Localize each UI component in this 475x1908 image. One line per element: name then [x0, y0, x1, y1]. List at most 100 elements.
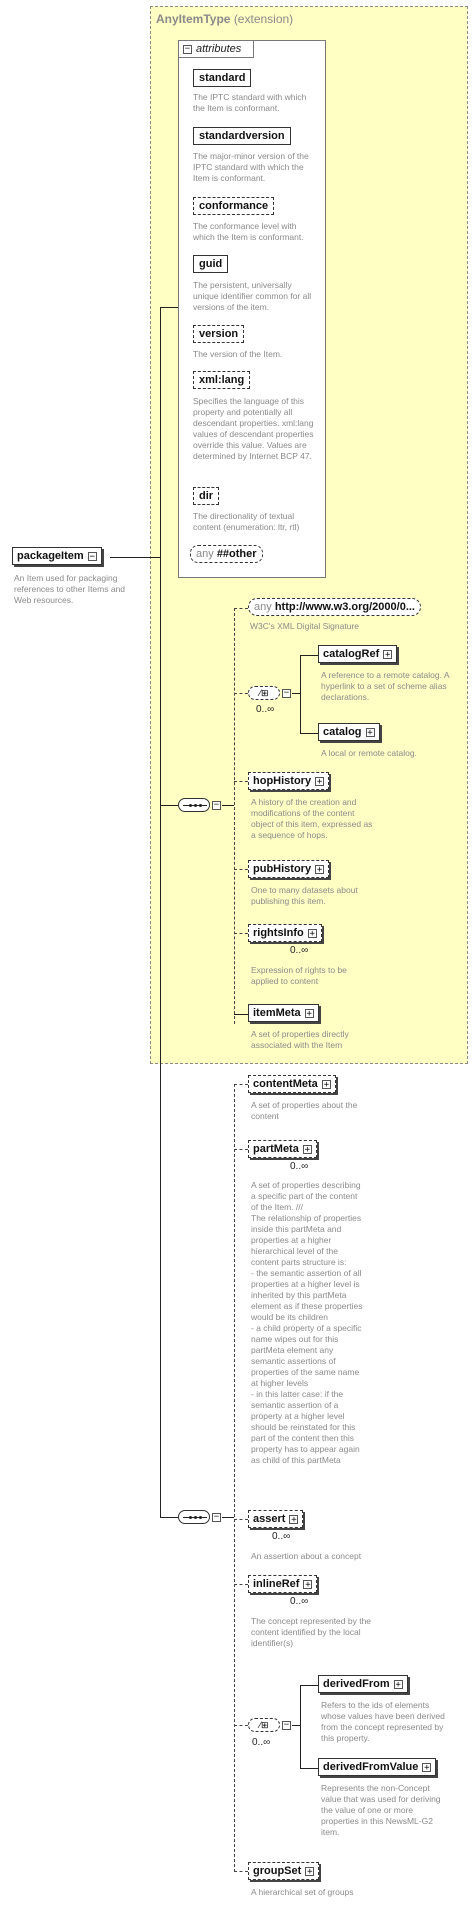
connector — [234, 1519, 248, 1520]
partMeta-desc-line: partMeta element any — [251, 1345, 334, 1355]
partMeta-desc-line: element as if these properties — [251, 1301, 363, 1311]
expand-icon[interactable]: + — [321, 1079, 331, 1090]
element-itemMeta[interactable]: itemMeta+ — [248, 1004, 319, 1022]
expand-icon[interactable]: + — [305, 1866, 315, 1877]
element-desc: A history of the creation and modificati… — [251, 797, 373, 840]
attribute-xml-lang[interactable]: xml:lang — [193, 371, 251, 389]
expand-icon[interactable]: + — [393, 1679, 403, 1690]
collapse-icon[interactable]: − — [87, 551, 97, 562]
partMeta-desc-line: would be its children — [251, 1312, 329, 1322]
expand-icon[interactable]: + — [302, 1144, 312, 1155]
partMeta-desc-line: a specific part of the content — [251, 1191, 358, 1201]
element-inlineRef[interactable]: inlineRef+ — [248, 1575, 318, 1593]
partMeta-desc-line: content parts structure is: — [251, 1257, 347, 1267]
connector — [110, 557, 160, 558]
connector — [160, 1517, 178, 1518]
collapse-icon[interactable]: − — [212, 800, 221, 810]
partMeta-desc-line: - the semantic assertion of all — [251, 1268, 362, 1278]
expand-icon[interactable]: + — [289, 1514, 299, 1525]
connector — [292, 1725, 300, 1726]
element-desc: A reference to a remote catalog. A hyper… — [321, 670, 450, 702]
element-desc: The concept represented by the content i… — [251, 1616, 372, 1648]
attribute-any-other[interactable]: any ##other — [190, 545, 263, 563]
element-derivedFrom[interactable]: derivedFrom+ — [318, 1675, 408, 1693]
attribute-desc: Specifies the language of this property … — [193, 396, 314, 461]
any-w3-signature[interactable]: any http://www.w3.org/2000/0... — [248, 598, 421, 616]
collapse-icon[interactable]: − — [212, 1512, 221, 1522]
attribute-desc: The conformance level with which the Ite… — [193, 221, 304, 242]
collapse-icon[interactable]: − — [183, 44, 192, 54]
partMeta-desc-line: properties at a higher — [251, 1235, 332, 1245]
element-catalog[interactable]: catalog+ — [318, 723, 380, 741]
element-desc: Refers to the ids of elements whose valu… — [321, 1700, 445, 1743]
attribute-version[interactable]: version — [193, 325, 245, 343]
attribute-guid[interactable]: guid — [193, 255, 229, 273]
expand-icon[interactable]: + — [315, 864, 325, 875]
occurrence-label: 0..∞ — [290, 945, 309, 956]
attribute-standardversion[interactable]: standardversion — [193, 127, 291, 145]
expand-icon[interactable]: + — [307, 928, 317, 939]
connector — [160, 307, 178, 308]
partMeta-desc-line: name wipes out for this — [251, 1334, 339, 1344]
expand-icon[interactable]: + — [365, 727, 375, 738]
attribute-desc: The directionality of textual content (e… — [193, 511, 300, 532]
partMeta-desc-line: property has to appear again — [251, 1444, 360, 1454]
partMeta-desc-line: properties at a higher level is — [251, 1279, 360, 1289]
element-hopHistory[interactable]: hopHistory+ — [248, 772, 330, 790]
collapse-icon[interactable]: − — [282, 1720, 291, 1730]
connector — [234, 1084, 235, 1872]
connector — [222, 1517, 234, 1518]
partMeta-desc-line: semantic assertion of a — [251, 1400, 339, 1410]
sequence-compositor — [178, 1510, 210, 1524]
attribute-desc: The major-minor version of the IPTC stan… — [193, 151, 309, 183]
expand-icon[interactable]: + — [422, 1762, 432, 1773]
connector — [160, 805, 178, 806]
attribute-standard[interactable]: standard — [193, 69, 252, 87]
partMeta-desc-line: should be reinstated for this — [251, 1422, 356, 1432]
element-partMeta[interactable]: partMeta+ — [248, 1140, 317, 1158]
expand-icon[interactable]: + — [383, 649, 393, 660]
element-catalogRef[interactable]: catalogRef+ — [318, 645, 398, 663]
element-contentMeta[interactable]: contentMeta+ — [248, 1075, 336, 1093]
element-derivedFromValue[interactable]: derivedFromValue+ — [318, 1758, 437, 1776]
any-desc: W3C's XML Digital Signature — [250, 621, 360, 631]
partMeta-desc-line: inherited by this partMeta — [251, 1290, 347, 1300]
connector — [234, 781, 248, 782]
partMeta-desc-line: hierarchical level of the — [251, 1246, 338, 1256]
expand-icon[interactable]: + — [304, 1008, 314, 1019]
connector — [300, 655, 318, 656]
connector — [234, 869, 248, 870]
connector — [300, 655, 301, 734]
choice-compositor: ⁄⊞ — [248, 1718, 280, 1732]
attributes-title: attributes — [196, 43, 242, 55]
connector — [300, 1685, 301, 1769]
expand-icon[interactable]: + — [303, 1579, 313, 1590]
attribute-dir[interactable]: dir — [193, 487, 220, 505]
root-element-packageItem[interactable]: packageItem− — [12, 547, 102, 565]
element-groupSet[interactable]: groupSet+ — [248, 1862, 320, 1880]
connector — [222, 805, 234, 806]
occurrence-label: 0..∞ — [252, 1737, 271, 1748]
partMeta-desc-line: The relationship of properties — [251, 1213, 362, 1223]
partMeta-desc-line: at higher levels — [251, 1378, 309, 1388]
connector — [234, 1725, 248, 1726]
element-desc: One to many datasets about publishing th… — [251, 885, 358, 906]
attribute-conformance[interactable]: conformance — [193, 197, 275, 215]
connector — [234, 933, 248, 934]
element-desc: An assertion about a concept — [251, 1551, 362, 1561]
connector — [234, 1584, 248, 1585]
attribute-desc: The IPTC standard with which the Item is… — [193, 92, 307, 113]
element-pubHistory[interactable]: pubHistory+ — [248, 860, 330, 878]
connector — [234, 1084, 248, 1085]
connector — [234, 1871, 248, 1872]
connector — [300, 1768, 318, 1769]
expand-icon[interactable]: + — [315, 776, 325, 787]
element-assert[interactable]: assert+ — [248, 1510, 304, 1528]
connector — [292, 693, 300, 694]
sequence-compositor — [178, 798, 210, 812]
element-desc: Expression of rights to be applied to co… — [251, 965, 347, 986]
collapse-icon[interactable]: − — [282, 688, 291, 698]
element-desc: A set of properties about the content — [251, 1100, 358, 1121]
element-rightsInfo[interactable]: rightsInfo+ — [248, 924, 322, 942]
